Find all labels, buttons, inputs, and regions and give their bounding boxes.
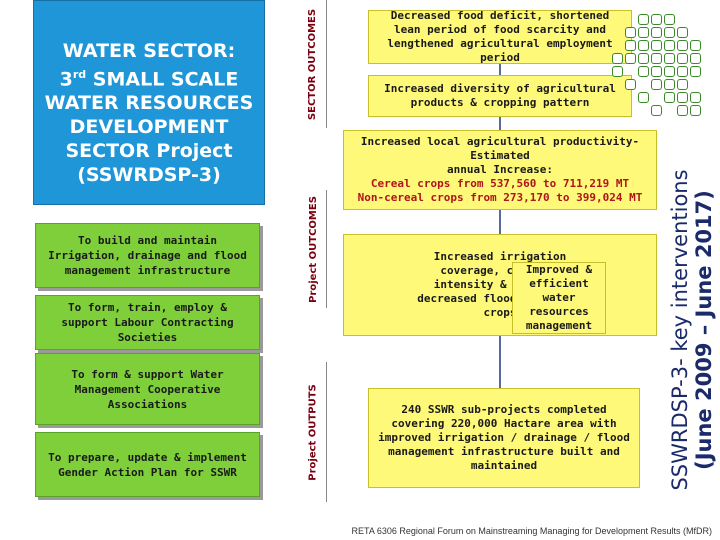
- project-outcomes-box: Increased irrigation coverage, cropping …: [343, 234, 657, 336]
- pattern-square: [690, 105, 701, 116]
- divider: [326, 362, 327, 502]
- pattern-square: [651, 79, 662, 90]
- pattern-square: [651, 66, 662, 77]
- outcome-agricultural-productivity: Increased local agricultural productivit…: [343, 130, 657, 210]
- pattern-square: [664, 92, 675, 103]
- pattern-square: [664, 53, 675, 64]
- divider: [326, 0, 327, 128]
- pattern-square: [690, 40, 701, 51]
- pattern-square: [664, 66, 675, 77]
- pattern-square: [677, 53, 688, 64]
- output-sub-projects: 240 SSWR sub-projects completed covering…: [368, 388, 640, 488]
- outcome-food-deficit: Decreased food deficit, shortened lean p…: [368, 9, 632, 64]
- pattern-square: [612, 53, 623, 64]
- connector-line: [499, 336, 501, 388]
- project-outputs-label: Project OUTPUTS: [307, 383, 319, 481]
- outcome-crop-diversity: Increased diversity of agricultural prod…: [368, 75, 632, 117]
- pattern-square: [625, 27, 636, 38]
- activity-build-infrastructure: To build and maintain Irrigation, draina…: [35, 223, 260, 288]
- pattern-square: [651, 105, 662, 116]
- divider: [326, 190, 327, 308]
- pattern-square: [677, 79, 688, 90]
- pattern-square: [638, 27, 649, 38]
- pattern-square: [638, 40, 649, 51]
- footer-text: RETA 6306 Regional Forum on Mainstreamin…: [351, 526, 713, 536]
- pattern-square: [651, 14, 662, 25]
- sector-outcomes-label: SECTOR OUTCOMES: [307, 8, 319, 120]
- project-title: WATER SECTOR: 3rd SMALL SCALE WATER RESO…: [44, 40, 254, 187]
- pattern-square: [664, 40, 675, 51]
- outcome-water-resources-management: Improved & efficient water resources man…: [512, 262, 606, 334]
- pattern-square: [664, 79, 675, 90]
- project-title-box: WATER SECTOR: 3rd SMALL SCALE WATER RESO…: [33, 0, 265, 205]
- connector-line: [499, 210, 501, 234]
- side-title: SSWRDSP-3- key interventions (June 2009 …: [668, 169, 716, 491]
- green-rounded-square-pattern-icon: [612, 14, 704, 126]
- pattern-square: [677, 105, 688, 116]
- pattern-square: [638, 92, 649, 103]
- pattern-square: [664, 14, 675, 25]
- pattern-square: [664, 27, 675, 38]
- pattern-square: [638, 53, 649, 64]
- pattern-square: [677, 27, 688, 38]
- pattern-square: [638, 66, 649, 77]
- pattern-square: [625, 53, 636, 64]
- pattern-square: [677, 66, 688, 77]
- pattern-square: [690, 66, 701, 77]
- pattern-square: [677, 92, 688, 103]
- pattern-square: [677, 40, 688, 51]
- pattern-square: [651, 53, 662, 64]
- activity-labour-contracting: To form, train, employ & support Labour …: [35, 295, 260, 350]
- pattern-square: [625, 40, 636, 51]
- connector-line: [499, 117, 501, 130]
- activity-gender-action-plan: To prepare, update & implement Gender Ac…: [35, 432, 260, 497]
- pattern-square: [690, 92, 701, 103]
- pattern-square: [651, 40, 662, 51]
- pattern-square: [690, 53, 701, 64]
- pattern-square: [651, 27, 662, 38]
- connector-line: [499, 63, 501, 75]
- pattern-square: [638, 14, 649, 25]
- pattern-square: [625, 79, 636, 90]
- pattern-square: [612, 66, 623, 77]
- activity-water-management-associations: To form & support Water Management Coope…: [35, 353, 260, 425]
- project-outcomes-label: Project OUTCOMES: [307, 195, 319, 303]
